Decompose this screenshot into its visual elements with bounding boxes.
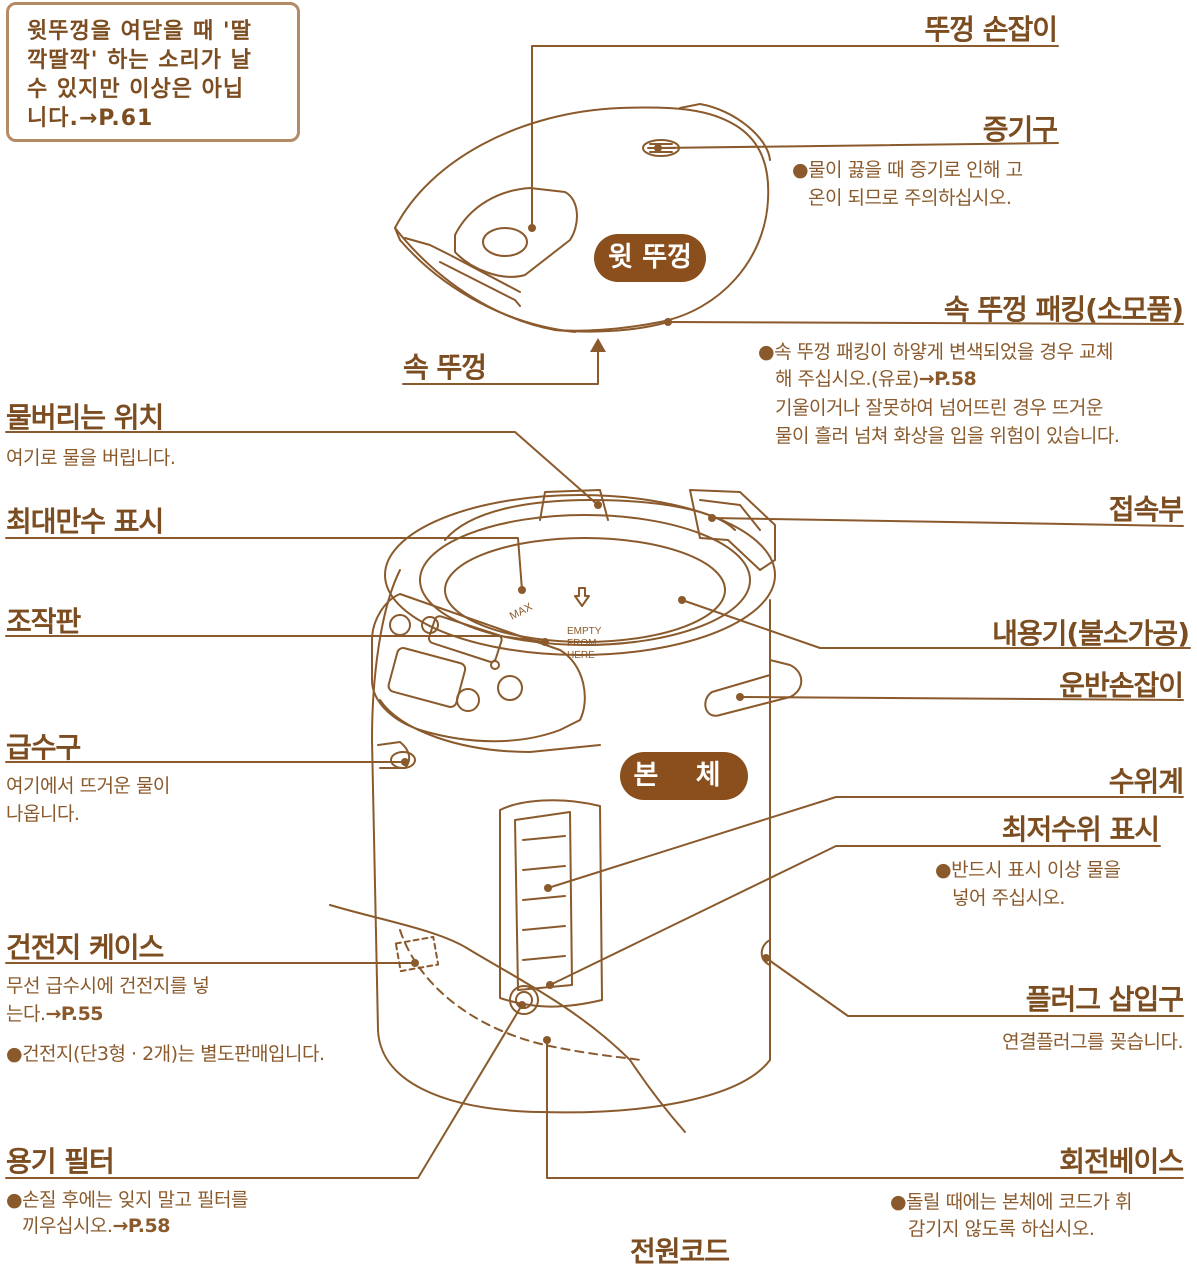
top-lid-badge: 윗 뚜껑 [594,234,706,282]
inner-lid-title: 속 뚜껑 [403,351,487,384]
notice-line-3: 수 있지만 이상은 아닙 [27,77,245,102]
battery-case-desc-2-text: 는다. [6,1003,46,1025]
notice-line-1: 윗뚜껑을 여닫을 때 '딸 [27,19,252,44]
notice-box: 윗뚜껑을 여닫을 때 '딸 깍딸깍' 하는 소리가 날 수 있지만 이상은 아닙… [6,2,300,142]
steam-vent-desc-1: ●물이 끓을 때 증기로 인해 고 [792,159,1023,181]
battery-case-note: ●건전지(단3형 · 2개)는 별도판매입니다. [6,1043,325,1065]
empty-text-1: EMPTY [567,626,602,637]
pour-out-position-desc: 여기로 물을 버립니다. [6,447,176,469]
connector-title: 접속부 [1108,493,1184,526]
plug-socket-desc: 연결플러그를 꽂습니다. [1002,1031,1183,1053]
leader-lines [5,45,1191,1179]
steam-vent-desc-2: 온이 되므로 주의하십시오. [808,187,1012,209]
power-cord-title: 전원코드 [630,1235,730,1268]
container-filter-title: 용기 필터 [6,1145,115,1178]
water-gauge-title: 수위계 [1108,765,1184,798]
empty-text-3: HERE [567,650,595,661]
main-body-drawing [329,489,803,1133]
container-filter-desc-2: 끼우십시오.→P.58 [22,1214,170,1239]
inner-lid-gasket-desc-1: ●속 뚜껑 패킹이 하얗게 변색되었을 경우 교체 [758,341,1113,363]
min-water-mark-desc-1: ●반드시 표시 이상 물을 [935,859,1121,881]
battery-case-page-ref: →P.55 [45,1003,104,1025]
steam-vent-title: 증기구 [982,113,1058,146]
container-filter-desc-1: ●손질 후에는 잊지 말고 필터를 [6,1189,249,1211]
battery-case-desc-2: 는다.→P.55 [6,1002,104,1027]
carry-handle-title: 운반손잡이 [1059,669,1184,702]
inner-lid-gasket-desc-2-text: 해 주십시오.(유료) [775,368,919,390]
inner-lid-gasket-desc-2: 해 주십시오.(유료)→P.58 [775,367,977,392]
top-lid-drawing [394,103,771,333]
inner-lid-gasket-warning-2: 물이 흘러 넘쳐 화상을 입을 위험이 있습니다. [775,425,1120,447]
lid-handle-title: 뚜껑 손잡이 [924,13,1058,46]
inner-lid-gasket-page-ref: →P.58 [918,368,977,390]
notice-line-2: 깍딸깍' 하는 소리가 날 [27,48,252,73]
max-water-mark-title: 최대만수 표시 [6,505,164,538]
inner-lid-gasket-warning-1: 기울이거나 잘못하여 넘어뜨린 경우 뜨거운 [775,397,1103,419]
max-mark-text: MAX [508,601,535,623]
spout-desc-2: 나옵니다. [6,803,80,825]
plug-socket-title: 플러그 삽입구 [1025,983,1184,1016]
main-body-badge: 본 체 [620,752,748,800]
rotating-base-desc-2: 감기지 않도록 하십시오. [908,1218,1095,1240]
container-filter-desc-2-text: 끼우십시오. [22,1215,113,1237]
notice-line-4: 니다.→P.61 [27,106,154,131]
empty-text-2: FROM [567,638,596,649]
min-water-mark-title: 최저수위 표시 [1001,813,1160,846]
min-water-mark-desc-2: 넣어 주십시오. [952,887,1065,909]
battery-case-desc-1: 무선 급수시에 건전지를 넣 [6,975,210,997]
battery-case-title: 건전지 케이스 [6,931,164,964]
spout-desc-1: 여기에서 뜨거운 물이 [6,775,170,797]
rotating-base-desc-1: ●돌릴 때에는 본체에 코드가 휘 [890,1191,1133,1213]
pour-out-position-title: 물버리는 위치 [6,401,164,434]
spout-title: 급수구 [6,731,81,764]
inner-container-title: 내용기(불소가공) [992,617,1190,650]
rotating-base-title: 회전베이스 [1059,1145,1184,1178]
container-filter-page-ref: →P.58 [112,1215,170,1237]
inner-lid-gasket-title: 속 뚜껑 패킹(소모품) [943,293,1184,326]
control-panel-title: 조작판 [6,605,81,638]
